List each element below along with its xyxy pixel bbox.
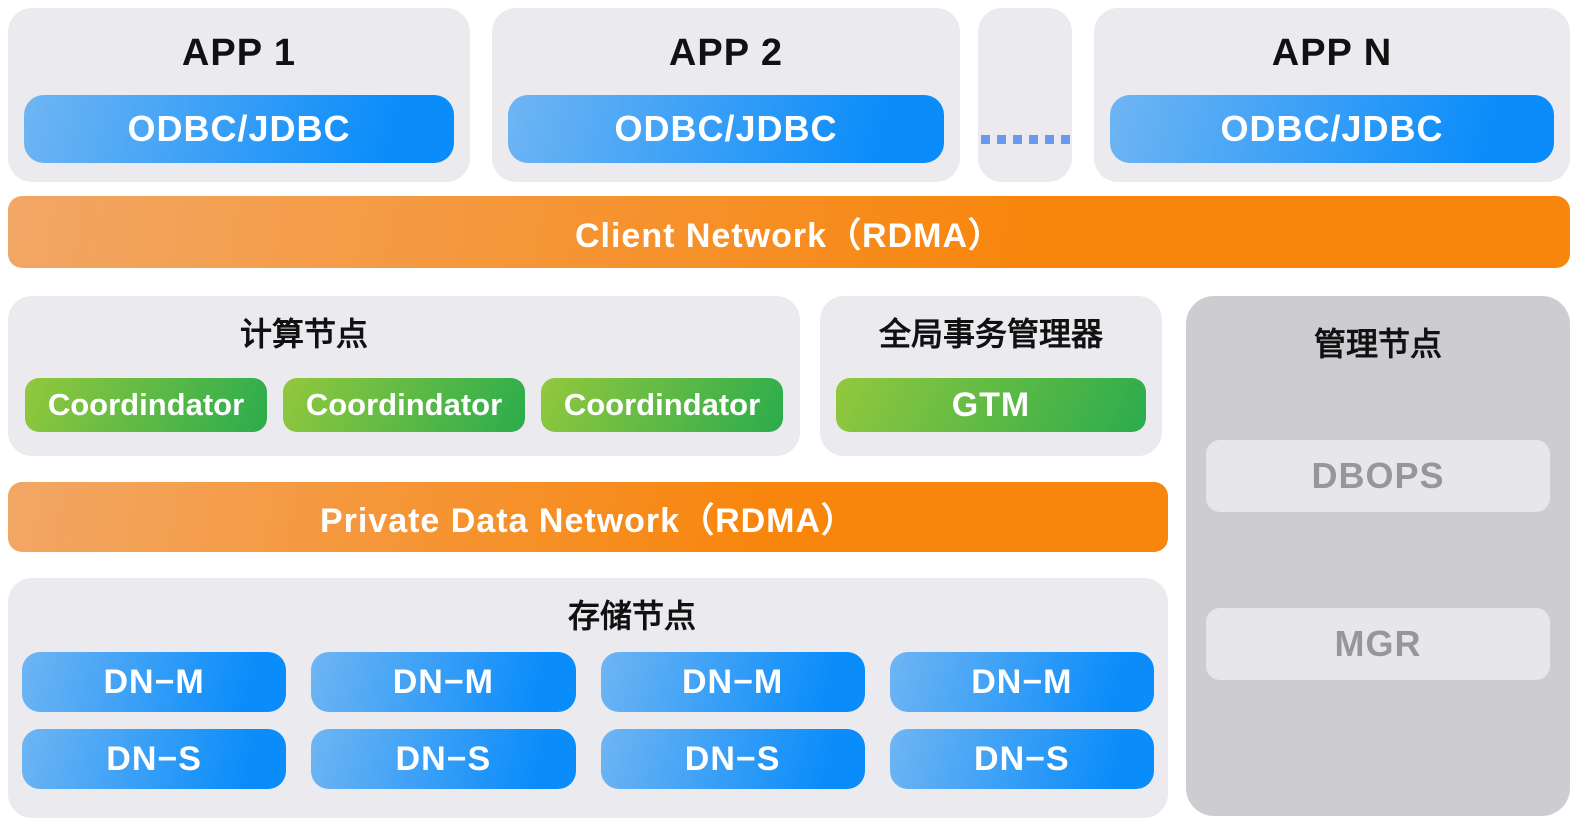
dn-standby-pill: DN−S (22, 729, 287, 789)
compute-node-title: 计算节点 (239, 316, 368, 352)
dn-master-pill: DN−M (311, 652, 576, 712)
coordinator-pill: Coordindator (541, 378, 783, 432)
dn-standby-pill: DN−S (311, 729, 576, 789)
private-data-network-label: Private Data Network（RDMA） (319, 501, 857, 540)
odbc-jdbc-pill: ODBC/JDBC (508, 95, 944, 163)
management-node-title: 管理节点 (1313, 326, 1442, 362)
data-node-grid: DN−M DN−M DN−M DN−M DN−S DN−S DN−S DN−S (22, 652, 1154, 789)
global-transaction-manager-panel: 全局事务管理器 GTM (820, 296, 1162, 456)
dn-standby-pill: DN−S (889, 729, 1154, 789)
dn-master-pill: DN−M (889, 652, 1154, 712)
storage-node-panel: 存储节点 DN−M DN−M DN−M DN−M DN−S DN−S DN−S … (8, 578, 1168, 818)
app-title: APP 2 (668, 32, 784, 74)
compute-node-panel: 计算节点 Coordindator Coordindator Coordinda… (8, 296, 800, 456)
coordinator-pill: Coordindator (283, 378, 525, 432)
gtm-title: 全局事务管理器 (878, 316, 1103, 352)
dn-standby-pill: DN−S (600, 729, 865, 789)
more-apps-panel (978, 8, 1072, 182)
coordinator-pill: Coordindator (25, 378, 267, 432)
app-panel-2: APP 2 ODBC/JDBC (492, 8, 960, 182)
app-panel-n: APP N ODBC/JDBC (1094, 8, 1570, 182)
app-title: APP N (1271, 32, 1393, 74)
dn-master-pill: DN−M (600, 652, 865, 712)
coordinator-row: Coordindator Coordindator Coordindator (25, 378, 783, 432)
private-data-network-bar: Private Data Network（RDMA） (8, 482, 1168, 552)
ellipsis-dots-icon (980, 135, 1070, 144)
app-panel-1: APP 1 ODBC/JDBC (8, 8, 470, 182)
odbc-jdbc-pill: ODBC/JDBC (24, 95, 454, 163)
odbc-jdbc-pill: ODBC/JDBC (1110, 95, 1554, 163)
app-title: APP 1 (181, 32, 297, 74)
storage-node-title: 存储节点 (567, 598, 696, 634)
dn-master-pill: DN−M (22, 652, 287, 712)
client-network-label: Client Network（RDMA） (574, 216, 1004, 255)
gtm-pill: GTM (836, 378, 1146, 432)
management-node-panel: 管理节点 DBOPS MGR (1186, 296, 1570, 816)
mgr-pill: MGR (1206, 608, 1550, 680)
client-network-bar: Client Network（RDMA） (8, 196, 1570, 268)
dbops-pill: DBOPS (1206, 440, 1550, 512)
